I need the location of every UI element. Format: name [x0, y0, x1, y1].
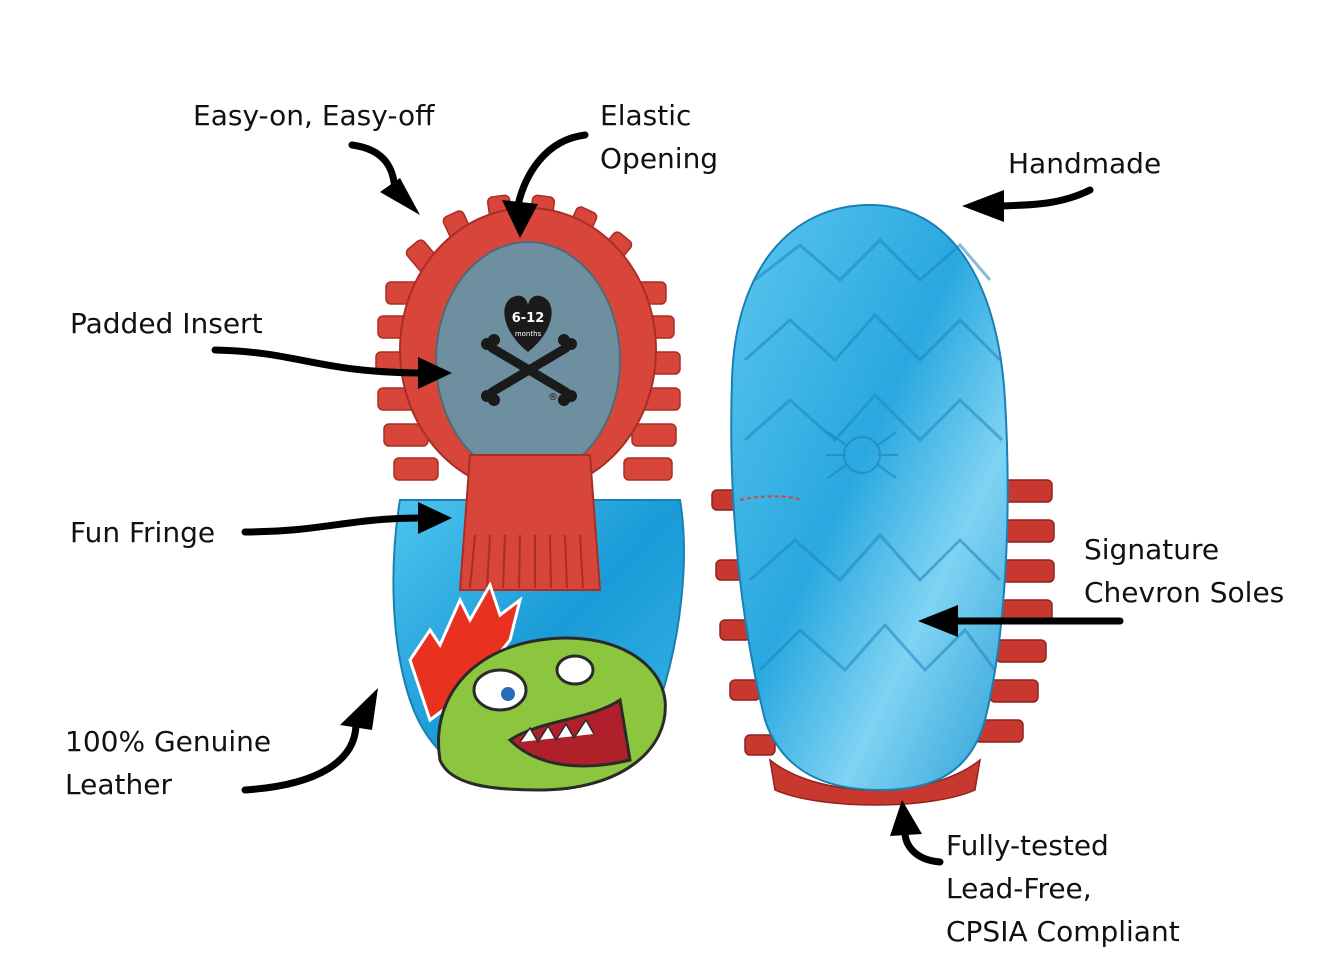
label-signature-soles: Signature Chevron Soles [1084, 533, 1285, 609]
label-elastic-opening: Elastic Opening [600, 99, 719, 175]
right-moccasin-sole-view [711, 203, 1055, 806]
crossbones-icon [487, 343, 571, 397]
front-fringe-flap [458, 454, 602, 591]
size-unit-text: months [515, 330, 542, 338]
arrow-padded [211, 346, 452, 389]
arrow-tested [890, 800, 944, 866]
side-fringe [711, 479, 1055, 806]
sole-stitching [739, 495, 801, 501]
heart-icon [504, 295, 552, 352]
arrow-signature [918, 605, 1124, 637]
size-text: 6-12 [512, 311, 545, 326]
label-fully-tested: Fully-tested Lead-Free, CPSIA Compliant [946, 829, 1180, 948]
label-fun-fringe: Fun Fringe [70, 516, 216, 549]
registered-mark: ® [548, 392, 558, 403]
sole [730, 203, 1009, 792]
chevron-pattern [744, 237, 1004, 673]
arrow-leather [241, 688, 378, 794]
label-handmade: Handmade [1008, 147, 1162, 180]
padded-insole [435, 241, 621, 479]
label-padded-insert: Padded Insert [70, 307, 263, 340]
label-easy-on: Easy-on, Easy-off [193, 99, 435, 132]
arrow-elastic [502, 131, 589, 238]
arrow-easy-on [348, 141, 420, 215]
arrow-fringe [241, 502, 452, 536]
monster-graphic [408, 581, 667, 792]
label-genuine-leather: 100% Genuine Leather [65, 725, 272, 801]
spider-logo-icon [826, 431, 898, 479]
arrow-handmade [962, 186, 1094, 222]
left-moccasin-top-view: 6-12 months ® [375, 194, 685, 792]
crossbones-knobs [481, 334, 577, 406]
